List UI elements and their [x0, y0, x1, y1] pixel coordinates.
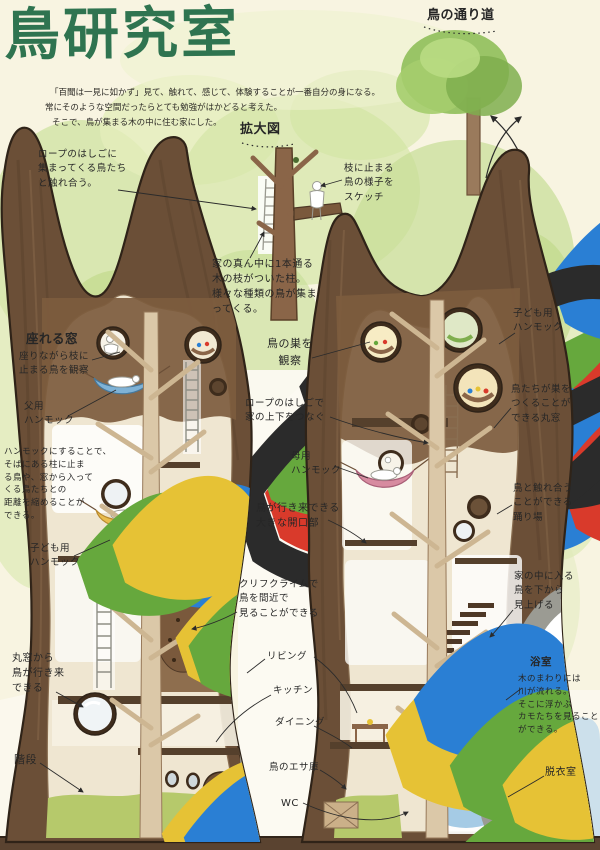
label-nest-watch: 鳥の巣を 観察: [267, 337, 313, 367]
label-stairs: 階段: [14, 753, 37, 766]
right-tower: [300, 148, 600, 850]
right-round-windows: [360, 307, 518, 712]
label-enlarged-view: 拡大図: [240, 122, 281, 137]
label-bathroom-note: 木のまわりには 川が流れる。 そこに浮かぶ カモたちを見ること ができる。: [518, 674, 600, 735]
label-look-up: 家の中に入る 鳥を下から 見上げる: [514, 571, 575, 611]
label-sketch-birds: 枝に止まる 鳥の様子を スケッチ: [344, 163, 395, 203]
label-round-window: 丸窓から 鳥が行き来 できる: [12, 653, 65, 694]
label-dressing-room: 脱衣室: [545, 767, 577, 778]
label-hammock-note: ハンモックにすることで、 そばにある柱に止ま る鳥や、窓から入って くる鳥たちと…: [4, 447, 112, 521]
enlarged-detail: [250, 147, 600, 562]
canopy-tree: [396, 30, 522, 196]
label-dining: ダイニング: [275, 717, 326, 728]
label-seat-window-note: 座りながら枝に 止まる鳥を観察: [19, 351, 90, 377]
label-child-hammock-right: 子ども用 ハンモック: [513, 308, 564, 334]
left-column-branches: [95, 329, 211, 748]
label-big-opening: 鳥が行き来できる 大きな開口部: [256, 503, 340, 529]
intro-line-3: そこで、鳥が集まる木の中に住む家にした。: [52, 118, 222, 128]
label-bird-flight-path: 鳥の通り道: [427, 8, 495, 23]
label-bird-feed-store: 鳥のエサ庫: [269, 762, 320, 773]
ladder-upper-left: [183, 360, 201, 454]
detail-leaf: [293, 157, 299, 163]
label-rope-ladder-birds: ロープのはしごに 集まってくる鳥たち と触れ合う。: [38, 149, 127, 189]
label-child-hammock-left: 子ども用 ハンモック: [30, 543, 81, 569]
label-living: リビング: [267, 651, 308, 662]
intro-line-1: 「百聞は一見に如かず」見て、触れて、感じて、体験することが一番自分の身になる。: [50, 88, 380, 98]
left-tower: [0, 126, 600, 850]
mother-hammock: [339, 457, 431, 488]
leader-lines: [39, 179, 545, 821]
detail-pillar: [270, 147, 298, 321]
label-nest-round-window: 鳥たちが巣を つくることが できる丸窓: [511, 384, 572, 424]
label-kitchen: キッチン: [273, 685, 314, 696]
enlarged-dotted-underline: [241, 142, 295, 148]
label-cliff-climb: クリフクライムで 鳥を間近で 見ることができる: [239, 579, 319, 619]
page-title: 鳥研究室: [3, 0, 241, 69]
label-bird-landing: 鳥と触れ合う ことができる 踊り場: [513, 483, 574, 523]
label-seat-window: 座れる窓: [26, 331, 79, 346]
left-tower-rooms: [0, 298, 600, 850]
label-father-hammock: 父用 ハンモック: [24, 401, 75, 427]
father-hammock: [75, 365, 171, 395]
label-center-pillar: 家の真ん中に1本通る 木の枝がついた柱。 様々な種類の鳥が集ま ってくる。: [212, 259, 317, 315]
label-wc: WC: [281, 798, 299, 809]
right-tower-rooms: [323, 288, 600, 850]
label-bathroom: 浴室: [530, 656, 552, 668]
intro-line-2: 常にそのような空間だったらとても勉強がはかどると考えた。: [45, 103, 283, 113]
label-mother-hammock: 母用 ハンモック: [291, 451, 342, 477]
detail-platform: [293, 202, 343, 221]
dining-area: [330, 719, 600, 850]
label-rope-ladder-connect: ロープのはしごで 家の上下をつなぐ: [245, 398, 326, 424]
